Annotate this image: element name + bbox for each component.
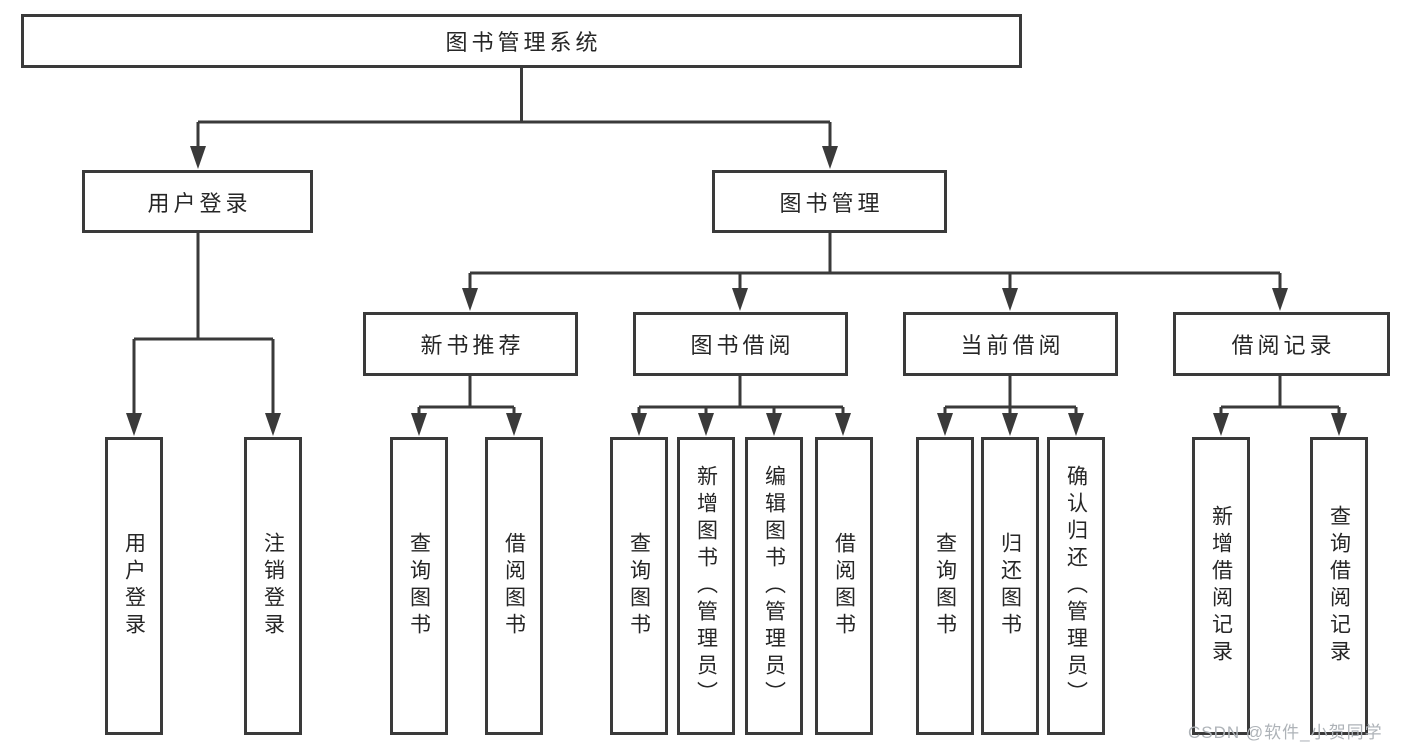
leaf-query-borrow-record: 查询借阅记录	[1310, 437, 1368, 735]
leaf-add-borrow-record: 新增借阅记录	[1192, 437, 1250, 735]
leaf-return-book: 归还图书	[981, 437, 1039, 735]
node-book-management: 图书管理	[712, 170, 947, 233]
leaf-logout: 注销登录	[244, 437, 302, 735]
node-root-title: 图书管理系统	[21, 14, 1022, 68]
csdn-watermark: CSDN @软件_小贺同学	[1188, 723, 1383, 742]
leaf-user-login: 用户登录	[105, 437, 163, 735]
leaf-query-books-borrow: 查询图书	[610, 437, 668, 735]
node-book-borrowing: 图书借阅	[633, 312, 848, 376]
node-new-book-recommend: 新书推荐	[363, 312, 578, 376]
leaf-edit-book-admin: 编辑图书（管理员）	[745, 437, 803, 735]
leaf-query-books-current: 查询图书	[916, 437, 974, 735]
leaf-borrow-books-borrow: 借阅图书	[815, 437, 873, 735]
node-borrowing-records: 借阅记录	[1173, 312, 1390, 376]
leaf-borrow-books-newbooks: 借阅图书	[485, 437, 543, 735]
node-current-borrowing: 当前借阅	[903, 312, 1118, 376]
leaf-query-books-newbooks: 查询图书	[390, 437, 448, 735]
node-user-login: 用户登录	[82, 170, 313, 233]
leaf-add-book-admin: 新增图书（管理员）	[677, 437, 735, 735]
leaf-confirm-return-admin: 确认归还（管理员）	[1047, 437, 1105, 735]
